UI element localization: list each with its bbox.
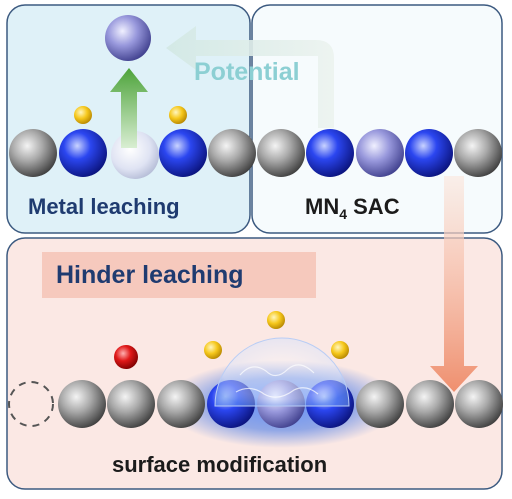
hinder-leaching-label: Hinder leaching	[42, 252, 316, 298]
mn4-suffix: SAC	[347, 194, 400, 219]
mn4-sac-label: MN4 SAC	[305, 194, 400, 222]
adsorbate-atom	[74, 106, 92, 124]
adsorbate-atom	[267, 311, 285, 329]
carbon-atom	[454, 129, 502, 177]
panel-mn4-sac	[251, 4, 503, 234]
carbon-atom	[107, 380, 155, 428]
down-arrow	[430, 176, 478, 392]
nitrogen-atom	[59, 129, 107, 177]
nitrogen-atom	[159, 129, 207, 177]
bottom-atom-chain	[8, 311, 503, 448]
adsorbate-atom	[331, 341, 349, 359]
carbon-atom	[58, 380, 106, 428]
nitrogen-atom	[306, 129, 354, 177]
leached-metal-atom	[105, 15, 151, 61]
leaching-up-arrow	[110, 68, 148, 148]
carbon-atom	[9, 129, 57, 177]
potential-arrow	[166, 26, 334, 128]
nitrogen-atom	[405, 129, 453, 177]
surface-modification-label: surface modification	[112, 452, 328, 477]
mn4-prefix: MN	[305, 194, 340, 219]
adsorbate-atom	[114, 345, 138, 369]
carbon-atom	[406, 380, 454, 428]
potential-label: Potential	[194, 58, 300, 86]
mn4-subscript: 4	[339, 206, 348, 222]
metal-leaching-label: Metal leaching	[28, 194, 180, 219]
carbon-atom	[208, 129, 256, 177]
carbon-atom	[455, 380, 503, 428]
carbon-atom	[157, 380, 205, 428]
adsorbate-atom	[169, 106, 187, 124]
vacancy-outline	[8, 381, 54, 427]
adsorbate-atom	[204, 341, 222, 359]
carbon-atom	[356, 380, 404, 428]
carbon-atom	[257, 129, 305, 177]
metal-atom	[356, 129, 404, 177]
dome-texture	[235, 364, 319, 398]
